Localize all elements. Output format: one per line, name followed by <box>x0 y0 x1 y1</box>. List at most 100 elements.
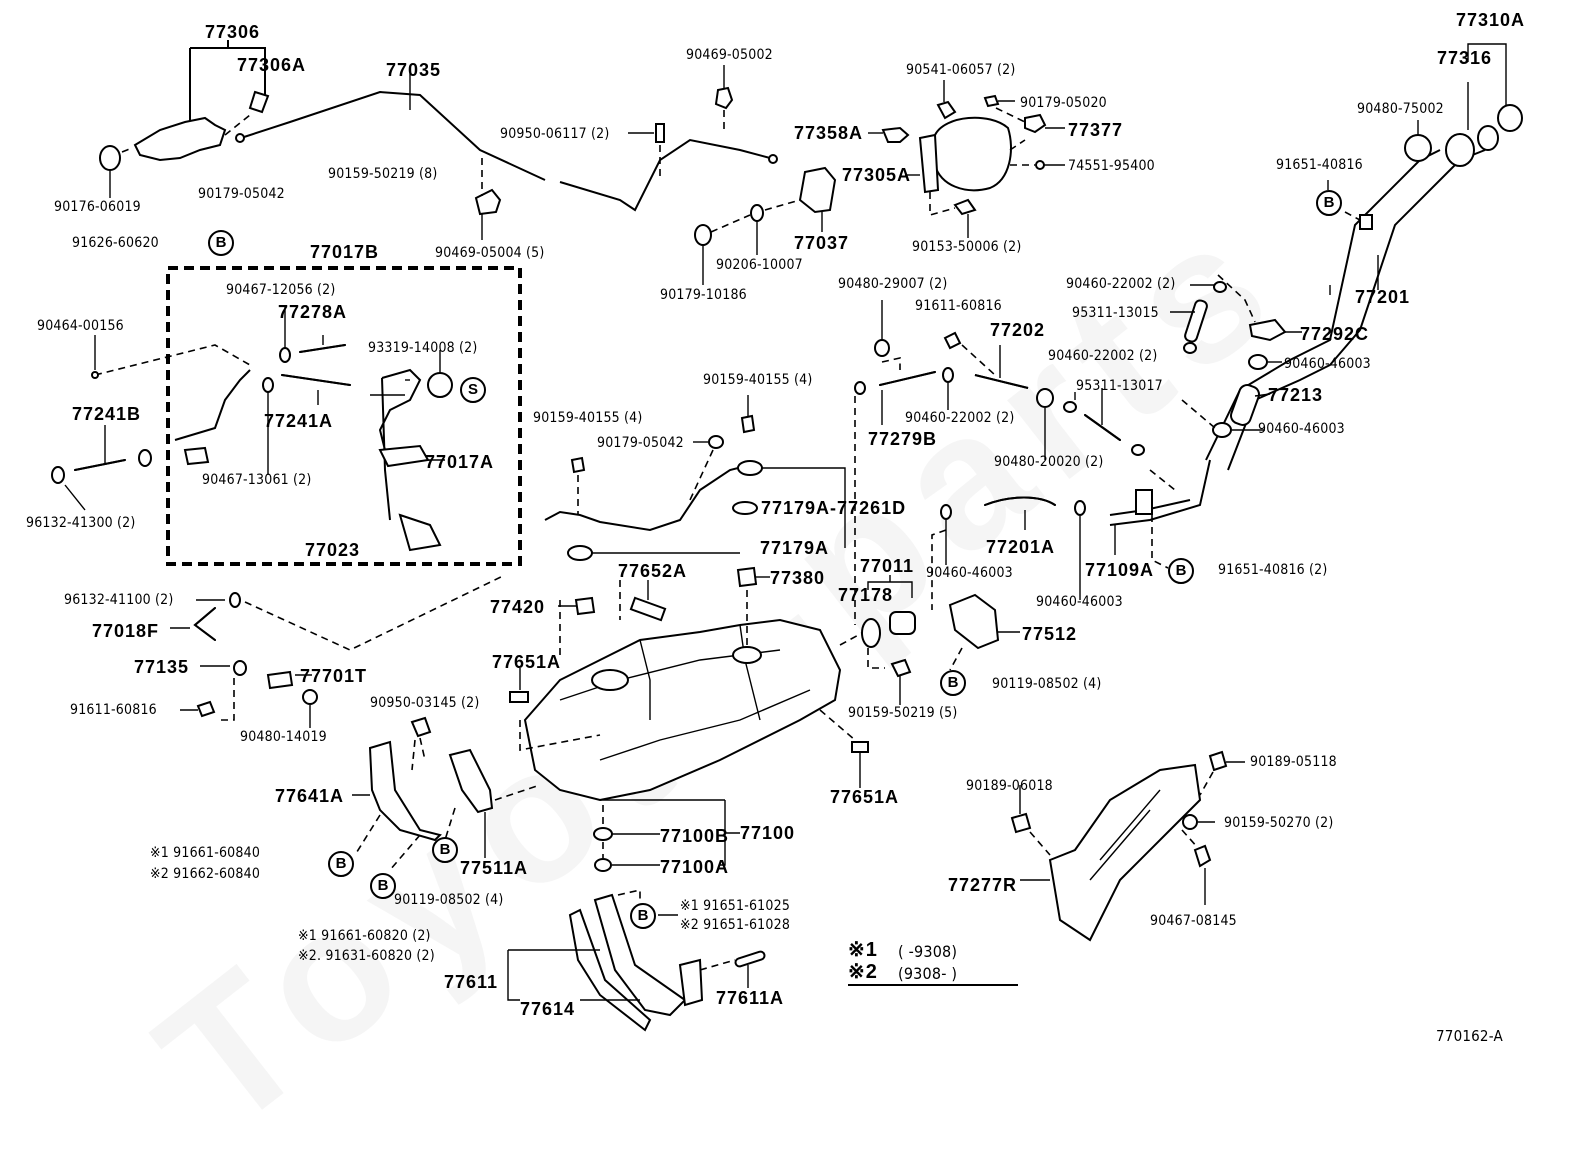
part-label[interactable]: 91626-60620 <box>72 235 159 251</box>
part-label[interactable]: 90460-22002 (2) <box>905 410 1015 426</box>
part-label[interactable]: 77380 <box>770 568 826 588</box>
part-label[interactable]: 90159-50270 (2) <box>1224 815 1334 831</box>
part-label[interactable]: 90206-10007 <box>716 257 803 273</box>
part-label[interactable]: 77611A <box>716 988 785 1008</box>
part-label[interactable]: 90467-12056 (2) <box>226 282 336 298</box>
part-label[interactable]: 90464-00156 <box>37 318 124 334</box>
part-label[interactable]: 77377 <box>1068 120 1124 140</box>
part-label[interactable]: 77641A <box>275 786 345 806</box>
part-label[interactable]: 90179-05042 <box>597 435 684 451</box>
part-label[interactable]: 90460-46003 <box>1258 421 1345 437</box>
part-label[interactable]: 77018F <box>92 621 160 641</box>
part-label[interactable]: 77037 <box>794 233 850 253</box>
part-label[interactable]: 77035 <box>386 60 442 80</box>
part-label[interactable]: ※2 91651-61028 <box>680 917 791 933</box>
part-label[interactable]: 90153-50006 (2) <box>912 239 1022 255</box>
part-label[interactable]: 90189-05118 <box>1250 754 1337 770</box>
part-label[interactable]: 77017B <box>310 242 380 262</box>
part-label[interactable]: 90460-22002 (2) <box>1066 276 1176 292</box>
part-label[interactable]: 77279B <box>868 429 938 449</box>
part-label[interactable]: 77202 <box>990 320 1046 340</box>
part-label[interactable]: ※2. 91631-60820 (2) <box>298 948 435 964</box>
part-label[interactable]: 90950-03145 (2) <box>370 695 480 711</box>
part-label[interactable]: 77277R <box>948 875 1018 895</box>
part-label[interactable]: 90541-06057 (2) <box>906 62 1016 78</box>
part-label[interactable]: 77213 <box>1268 385 1324 405</box>
part-label[interactable]: 77241A <box>264 411 334 431</box>
part-label[interactable]: 95311-13015 <box>1072 305 1159 321</box>
part-label[interactable]: 77306A <box>237 55 307 75</box>
part-label[interactable]: 95311-13017 <box>1076 378 1163 394</box>
part-label[interactable]: 91611-60816 <box>70 702 157 718</box>
part-label[interactable]: 77306 <box>205 22 261 42</box>
part-label[interactable]: 91651-40816 (2) <box>1218 562 1328 578</box>
part-label[interactable]: 90467-08145 <box>1150 913 1237 929</box>
part-label[interactable]: 77017A <box>425 452 495 472</box>
part-label[interactable]: 90480-29007 (2) <box>838 276 948 292</box>
part-label[interactable]: 90480-20020 (2) <box>994 454 1104 470</box>
part-label[interactable]: 77023 <box>305 540 361 560</box>
part-label[interactable]: 91611-60816 <box>915 298 1002 314</box>
part-label[interactable]: 90119-08502 (4) <box>394 892 504 908</box>
part-label[interactable]: 77420 <box>490 597 546 617</box>
part-label[interactable]: 90460-46003 <box>926 565 1013 581</box>
part-label[interactable]: 77652A <box>618 561 688 581</box>
part-label[interactable]: 77100 <box>740 823 796 843</box>
part-label[interactable]: 90460-46003 <box>1284 356 1371 372</box>
part-label[interactable]: 96132-41300 (2) <box>26 515 136 531</box>
part-label[interactable]: ※1 91661-60820 (2) <box>298 928 431 944</box>
part-label[interactable]: 90480-75002 <box>1357 101 1444 117</box>
part-label[interactable]: 77179A-77261D <box>761 498 907 518</box>
part-label[interactable]: 77611 <box>444 972 499 992</box>
part-label[interactable]: 77011 <box>860 556 915 576</box>
part-label[interactable]: 90179-05020 <box>1020 95 1107 111</box>
part-label[interactable]: 77701T <box>300 666 368 686</box>
part-label[interactable]: 77305A <box>842 165 912 185</box>
part-label[interactable]: 90176-06019 <box>54 199 141 215</box>
part-label[interactable]: 77358A <box>794 123 864 143</box>
part-label[interactable]: ※1 91661-60840 <box>150 845 261 861</box>
part-label[interactable]: 77292C <box>1300 324 1370 344</box>
part-label[interactable]: 90460-46003 <box>1036 594 1123 610</box>
part-label[interactable]: 77511A <box>460 858 529 878</box>
part-label[interactable]: 91651-40816 <box>1276 157 1363 173</box>
part-label[interactable]: 77651A <box>492 652 562 672</box>
part-label[interactable]: 77278A <box>278 302 348 322</box>
part-label[interactable]: 77201 <box>1355 287 1411 307</box>
bolt-badge: B <box>432 837 458 863</box>
part-label[interactable]: 77316 <box>1437 48 1493 68</box>
part-label[interactable]: 77135 <box>134 657 190 677</box>
part-label[interactable]: 90480-14019 <box>240 729 327 745</box>
part-label[interactable]: 90460-22002 (2) <box>1048 348 1158 364</box>
part-label[interactable]: 90950-06117 (2) <box>500 126 610 142</box>
part-label[interactable]: 90469-05004 (5) <box>435 245 545 261</box>
part-label[interactable]: 77109A <box>1085 560 1155 580</box>
part-label[interactable]: 90159-40155 (4) <box>703 372 813 388</box>
part-label[interactable]: 90179-05042 <box>198 186 285 202</box>
part-label[interactable]: 77201A <box>986 537 1056 557</box>
part-label[interactable]: 77100B <box>660 826 730 846</box>
part-label[interactable]: 77614 <box>520 999 576 1019</box>
part-label[interactable]: 90119-08502 (4) <box>992 676 1102 692</box>
part-label[interactable]: 90179-10186 <box>660 287 747 303</box>
part-label[interactable]: 77179A <box>760 538 830 558</box>
part-label[interactable]: 90159-50219 (5) <box>848 705 958 721</box>
part-label[interactable]: 77512 <box>1022 624 1078 644</box>
part-label[interactable]: 90159-40155 (4) <box>533 410 643 426</box>
part-label[interactable]: 77241B <box>72 404 142 424</box>
part-label[interactable]: 77651A <box>830 787 900 807</box>
filler-pipe-shield <box>1048 763 1202 942</box>
part-label[interactable]: 96132-41100 (2) <box>64 592 174 608</box>
part-label[interactable]: 90467-13061 (2) <box>202 472 312 488</box>
part-label[interactable]: 90159-50219 (8) <box>328 166 438 182</box>
part-label[interactable]: 90469-05002 <box>686 47 773 63</box>
part-label[interactable]: 77100A <box>660 857 730 877</box>
part-label[interactable]: 77310A <box>1456 10 1526 30</box>
part-label[interactable]: 77178 <box>838 585 894 605</box>
part-label[interactable]: 93319-14008 (2) <box>368 340 478 356</box>
part-label[interactable]: ※1 91651-61025 <box>680 898 791 914</box>
part-label[interactable]: 74551-95400 <box>1068 158 1155 174</box>
part-label[interactable]: 90189-06018 <box>966 778 1053 794</box>
bolt-badge: B <box>630 903 656 929</box>
part-label[interactable]: ※2 91662-60840 <box>150 866 261 882</box>
